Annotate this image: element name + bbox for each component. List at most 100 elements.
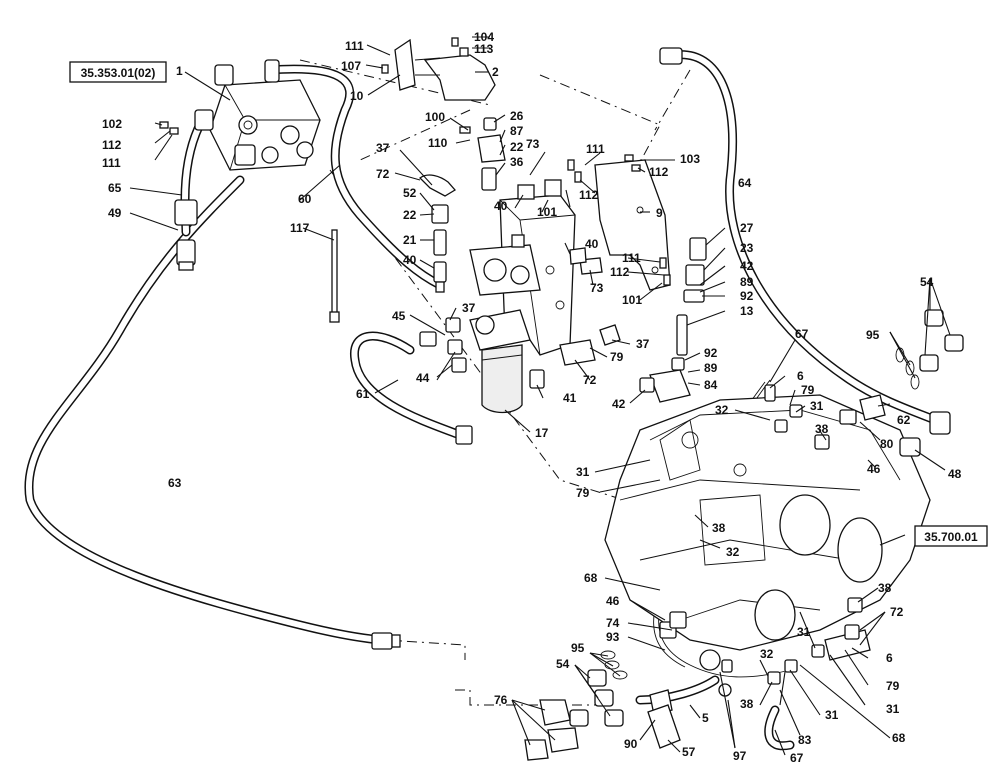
callout-label: 97 xyxy=(733,749,747,763)
callout-label: 6 xyxy=(797,369,804,383)
callout-label: 103 xyxy=(680,152,700,166)
fittings-middle xyxy=(419,247,621,389)
callout-label: 79 xyxy=(610,350,624,364)
callout-label: 62 xyxy=(897,413,911,427)
callout-numbers: 1 2 102 112 111 65 49 111 107 10 104 113… xyxy=(102,30,962,765)
callout-label: 2 xyxy=(492,65,499,79)
callout-label: 32 xyxy=(726,545,740,559)
callout-label: 52 xyxy=(403,186,417,200)
callout-label: 40 xyxy=(585,237,599,251)
callout-label: 54 xyxy=(920,275,934,289)
callout-label: 46 xyxy=(606,594,620,608)
callout-label: 112 xyxy=(610,265,630,279)
reference-number: 35.353.01(02) xyxy=(81,66,156,80)
callout-label: 40 xyxy=(494,199,508,213)
cable-tie-117 xyxy=(329,229,340,323)
fittings-bottom-cluster xyxy=(524,611,732,761)
callout-label: 26 xyxy=(510,109,524,123)
callout-label: 72 xyxy=(583,373,597,387)
fittings-right-column xyxy=(639,237,707,403)
leader-lines xyxy=(129,36,951,756)
callout-label: 31 xyxy=(810,399,824,413)
callout-label: 92 xyxy=(704,346,718,360)
callout-label: 57 xyxy=(682,745,696,759)
callout-label: 37 xyxy=(636,337,650,351)
callout-label: 83 xyxy=(798,733,812,747)
callout-label: 54 xyxy=(556,657,570,671)
callout-label: 6 xyxy=(886,651,893,665)
hose-60 xyxy=(265,64,445,290)
callout-label: 67 xyxy=(795,327,809,341)
callout-label: 72 xyxy=(890,605,904,619)
fittings-right-cluster xyxy=(721,309,964,685)
callout-label: 22 xyxy=(510,140,524,154)
callout-label: 113 xyxy=(474,42,494,56)
callout-label: 38 xyxy=(740,697,754,711)
callout-label: 93 xyxy=(606,630,620,644)
reference-number: 35.700.01 xyxy=(924,530,978,544)
callout-label: 17 xyxy=(535,426,549,440)
callout-label: 87 xyxy=(510,124,524,138)
callout-label: 73 xyxy=(526,137,540,151)
callout-label: 44 xyxy=(416,371,430,385)
callout-label: 74 xyxy=(606,616,620,630)
callout-label: 23 xyxy=(740,241,754,255)
valve-block-1 xyxy=(194,59,321,171)
callout-label: 32 xyxy=(715,403,729,417)
callout-label: 60 xyxy=(298,192,312,206)
hose-67 xyxy=(764,705,795,751)
callout-label: 9 xyxy=(656,206,663,220)
callout-label: 111 xyxy=(102,156,121,170)
callout-label: 61 xyxy=(356,387,370,401)
callout-label: 63 xyxy=(168,476,182,490)
callout-label: 112 xyxy=(649,165,669,179)
callout-label: 13 xyxy=(740,304,754,318)
callout-label: 65 xyxy=(108,181,122,195)
callout-label: 80 xyxy=(880,437,894,451)
fitting-49 xyxy=(174,199,198,271)
callout-label: 101 xyxy=(622,293,642,307)
hose-63 xyxy=(24,175,401,650)
callout-label: 72 xyxy=(376,167,390,181)
reference-box-right: 35.700.01 xyxy=(914,525,988,547)
callout-label: 31 xyxy=(576,465,590,479)
small-bolts xyxy=(159,37,671,286)
callout-label: 67 xyxy=(790,751,804,765)
callout-label: 79 xyxy=(576,486,590,500)
callout-label: 48 xyxy=(948,467,962,481)
callout-label: 68 xyxy=(892,731,906,745)
callout-label: 111 xyxy=(345,39,364,53)
reference-box-left: 35.353.01(02) xyxy=(69,61,167,83)
filter-17 xyxy=(469,309,531,414)
callout-label: 1 xyxy=(176,64,183,78)
callout-label: 95 xyxy=(866,328,880,342)
callout-label: 102 xyxy=(102,117,122,131)
callout-label: 89 xyxy=(740,275,754,289)
callout-label: 49 xyxy=(108,206,122,220)
callout-label: 64 xyxy=(738,176,752,190)
bracket-2 xyxy=(394,38,496,101)
callout-label: 37 xyxy=(462,301,476,315)
callout-label: 38 xyxy=(815,422,829,436)
callout-label: 101 xyxy=(537,205,557,219)
hose-5 xyxy=(635,675,720,705)
callout-label: 10 xyxy=(350,89,364,103)
callout-label: 36 xyxy=(510,155,524,169)
block-87 xyxy=(477,117,506,191)
callout-label: 5 xyxy=(702,711,709,725)
callout-label: 31 xyxy=(797,625,811,639)
callout-label: 42 xyxy=(612,397,626,411)
transmission-housing xyxy=(604,394,931,651)
callout-label: 104 xyxy=(474,30,494,44)
callout-label: 46 xyxy=(867,462,881,476)
callout-label: 110 xyxy=(428,136,448,150)
callout-label: 117 xyxy=(290,221,310,235)
callout-label: 38 xyxy=(878,581,892,595)
callout-label: 22 xyxy=(403,208,417,222)
callout-label: 107 xyxy=(341,59,361,73)
callout-label: 31 xyxy=(825,708,839,722)
callout-label: 38 xyxy=(712,521,726,535)
callout-label: 111 xyxy=(586,142,605,156)
callout-label: 68 xyxy=(584,571,598,585)
